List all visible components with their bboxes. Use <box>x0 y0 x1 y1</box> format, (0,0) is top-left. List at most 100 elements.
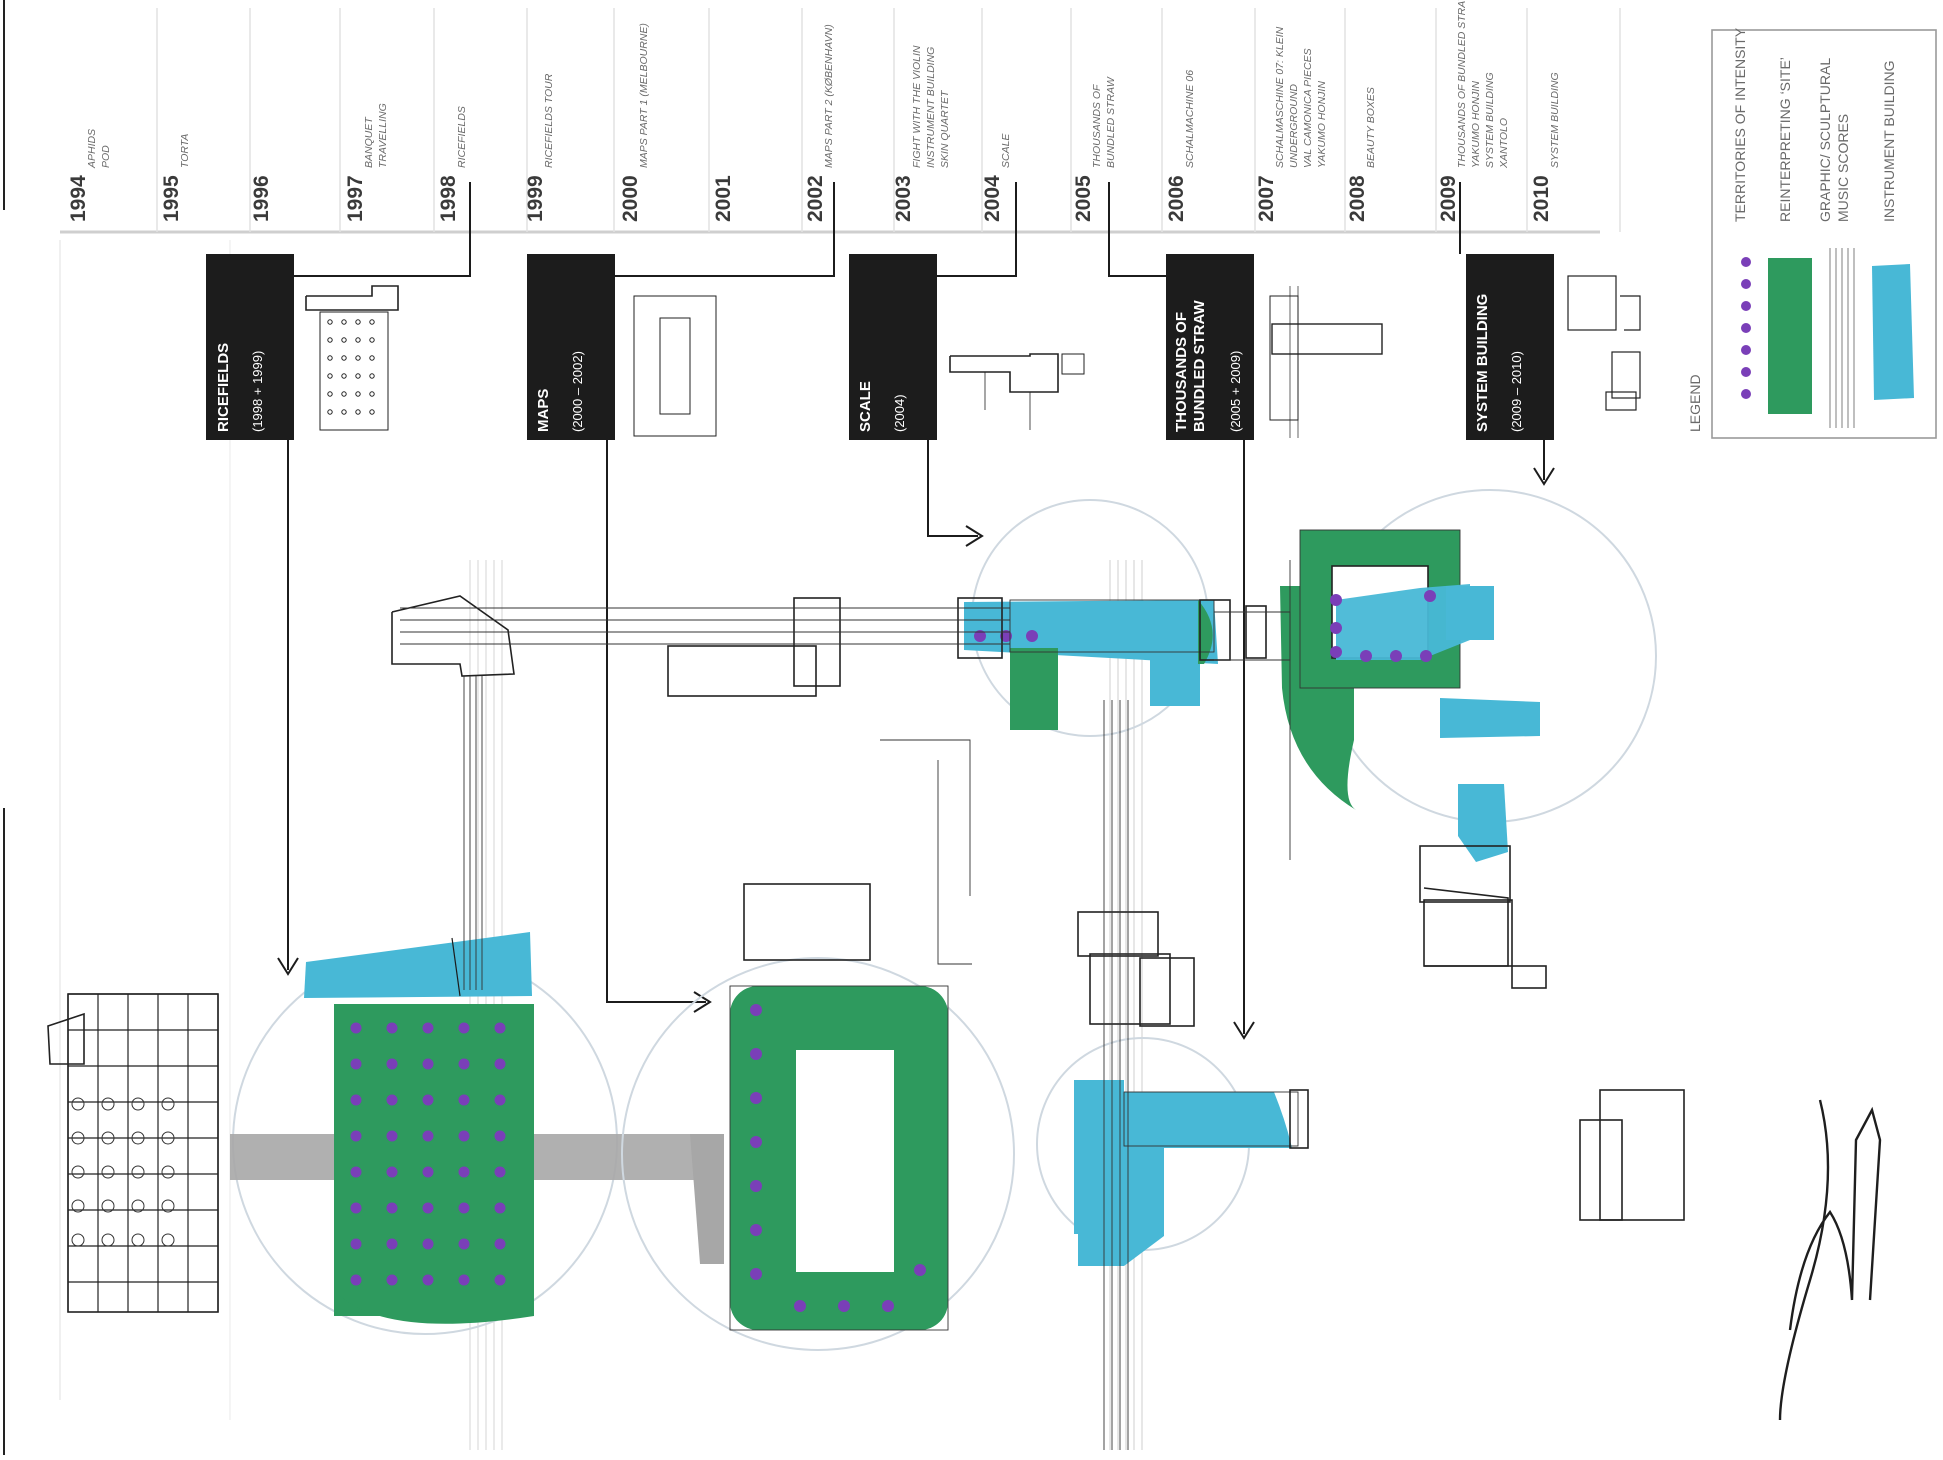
intensity-dot <box>1741 257 1751 267</box>
timeline-year: 2000 <box>619 175 642 222</box>
intensity-dot <box>459 1239 470 1250</box>
intensity-dot <box>1424 590 1436 602</box>
intensity-dot <box>1390 650 1402 662</box>
thumbnail-dot <box>328 374 332 378</box>
intensity-dot <box>495 1203 506 1214</box>
thumbnail-dot <box>370 392 374 396</box>
phase-years: (2005 + 2009) <box>1228 351 1243 432</box>
intensity-dot <box>794 1300 806 1312</box>
thumbnail-dot <box>370 320 374 324</box>
legend-item-instrument: INSTRUMENT BUILDING <box>1881 60 1897 222</box>
intensity-dot <box>750 1268 762 1280</box>
phase-title: SCALE <box>857 381 874 432</box>
thumbnail-dot <box>356 374 360 378</box>
intensity-dot <box>351 1059 362 1070</box>
intensity-dot <box>351 1095 362 1106</box>
plan-column-marker <box>132 1166 144 1178</box>
timeline-project: SCHALMACHINE 06 <box>1184 70 1196 168</box>
thumbnail-dot <box>356 338 360 342</box>
timeline-year: 1996 <box>250 175 273 222</box>
thumbnail-dot <box>328 320 332 324</box>
timeline-project: POD <box>100 145 112 168</box>
thumbnail-dot <box>328 392 332 396</box>
thumbnail-system-building <box>1568 276 1640 410</box>
timeline-year: 2001 <box>712 175 735 222</box>
thumbnail-ricefields <box>306 286 398 430</box>
timeline-project: VAL CAMONICA PIECES <box>1302 48 1314 168</box>
timeline-year: 2007 <box>1255 175 1278 222</box>
timeline-project: SCALE <box>1000 133 1012 168</box>
timeline-project: UNDERGROUND <box>1288 84 1300 168</box>
intensity-dot <box>495 1275 506 1286</box>
plan-column-marker <box>132 1098 144 1110</box>
intensity-dot <box>750 1180 762 1192</box>
intensity-dot <box>423 1059 434 1070</box>
intensity-dot <box>423 1095 434 1106</box>
intensity-dot <box>1330 594 1342 606</box>
intensity-dot <box>351 1239 362 1250</box>
territory-bundled-straw <box>1037 1038 1308 1266</box>
thumbnail-dot <box>356 356 360 360</box>
timeline-labels: 1994APHIDSPOD1995TORTA19961997BANQUETTRA… <box>67 0 1561 222</box>
intensity-dot <box>459 1059 470 1070</box>
intensity-dot <box>459 1095 470 1106</box>
intensity-dot <box>387 1023 398 1034</box>
intensity-dot <box>423 1275 434 1286</box>
legend-item-site: REINTERPRETING ‘SITE’ <box>1777 57 1793 222</box>
intensity-dot <box>387 1095 398 1106</box>
territory-system-building <box>1280 490 1656 862</box>
timeline-project: MAPS PART 1 (MELBOURNE) <box>638 23 650 168</box>
intensity-dot <box>351 1167 362 1178</box>
timeline-year: 1994 <box>67 175 90 222</box>
thumbnail-maps <box>634 296 716 436</box>
intensity-dot <box>838 1300 850 1312</box>
timeline-year: 2006 <box>1165 175 1188 222</box>
timeline-year: 2005 <box>1072 175 1095 222</box>
intensity-dot <box>351 1275 362 1286</box>
intensity-dot <box>495 1023 506 1034</box>
plan-column-marker <box>72 1098 84 1110</box>
intensity-dot <box>750 1004 762 1016</box>
intensity-dot <box>387 1131 398 1142</box>
intensity-dot <box>495 1095 506 1106</box>
timeline-project: MAPS PART 2 (KØBENHAVN) <box>823 24 835 168</box>
thumbnail-dot <box>342 392 346 396</box>
thumbnail-dot <box>342 338 346 342</box>
timeline-year: 2002 <box>804 175 827 222</box>
plan-column-marker <box>162 1234 174 1246</box>
intensity-dot <box>459 1275 470 1286</box>
intensity-dot <box>423 1131 434 1142</box>
intensity-dot <box>495 1059 506 1070</box>
timeline-year: 1999 <box>524 175 547 222</box>
timeline-project: RICEFIELDS TOUR <box>543 73 555 168</box>
timeline-project: SKIN QUARTET <box>939 89 951 168</box>
plan-column-marker <box>132 1234 144 1246</box>
thumbnail-dot <box>370 338 374 342</box>
intensity-dot <box>423 1167 434 1178</box>
intensity-dot <box>914 1264 926 1276</box>
plan-column-marker <box>72 1166 84 1178</box>
phase-years: (1998 + 1999) <box>250 351 265 432</box>
legend-item-territories: TERRITORIES OF INTENSITY <box>1732 27 1748 222</box>
phase-title: MAPS <box>535 389 552 432</box>
thumbnail-dot <box>342 320 346 324</box>
intensity-dot <box>1741 367 1751 377</box>
timeline-project: THOUSANDS OF <box>1091 84 1103 168</box>
thumbnail-thousands-of-bundled-straw <box>1270 286 1382 438</box>
phase-title: SYSTEM BUILDING <box>1474 294 1491 432</box>
timeline-project: INSTRUMENT BUILDING <box>925 47 937 168</box>
intensity-dot <box>1026 630 1038 642</box>
timeline-project: XANTOLO <box>1498 118 1510 169</box>
intensity-dot <box>1360 650 1372 662</box>
intensity-dot <box>1741 389 1751 399</box>
thumbnail-dot <box>370 374 374 378</box>
phase-title-line2: BUNDLED STRAW <box>1191 299 1208 432</box>
thumbnail-scale <box>950 354 1084 430</box>
plan-column-marker <box>72 1234 84 1246</box>
timeline-year: 1995 <box>160 175 183 222</box>
timeline-project: THOUSANDS OF BUNDLED STRAW <box>1456 0 1468 168</box>
intensity-dot <box>387 1275 398 1286</box>
intensity-dot <box>1741 323 1751 333</box>
plan-column-marker <box>162 1166 174 1178</box>
